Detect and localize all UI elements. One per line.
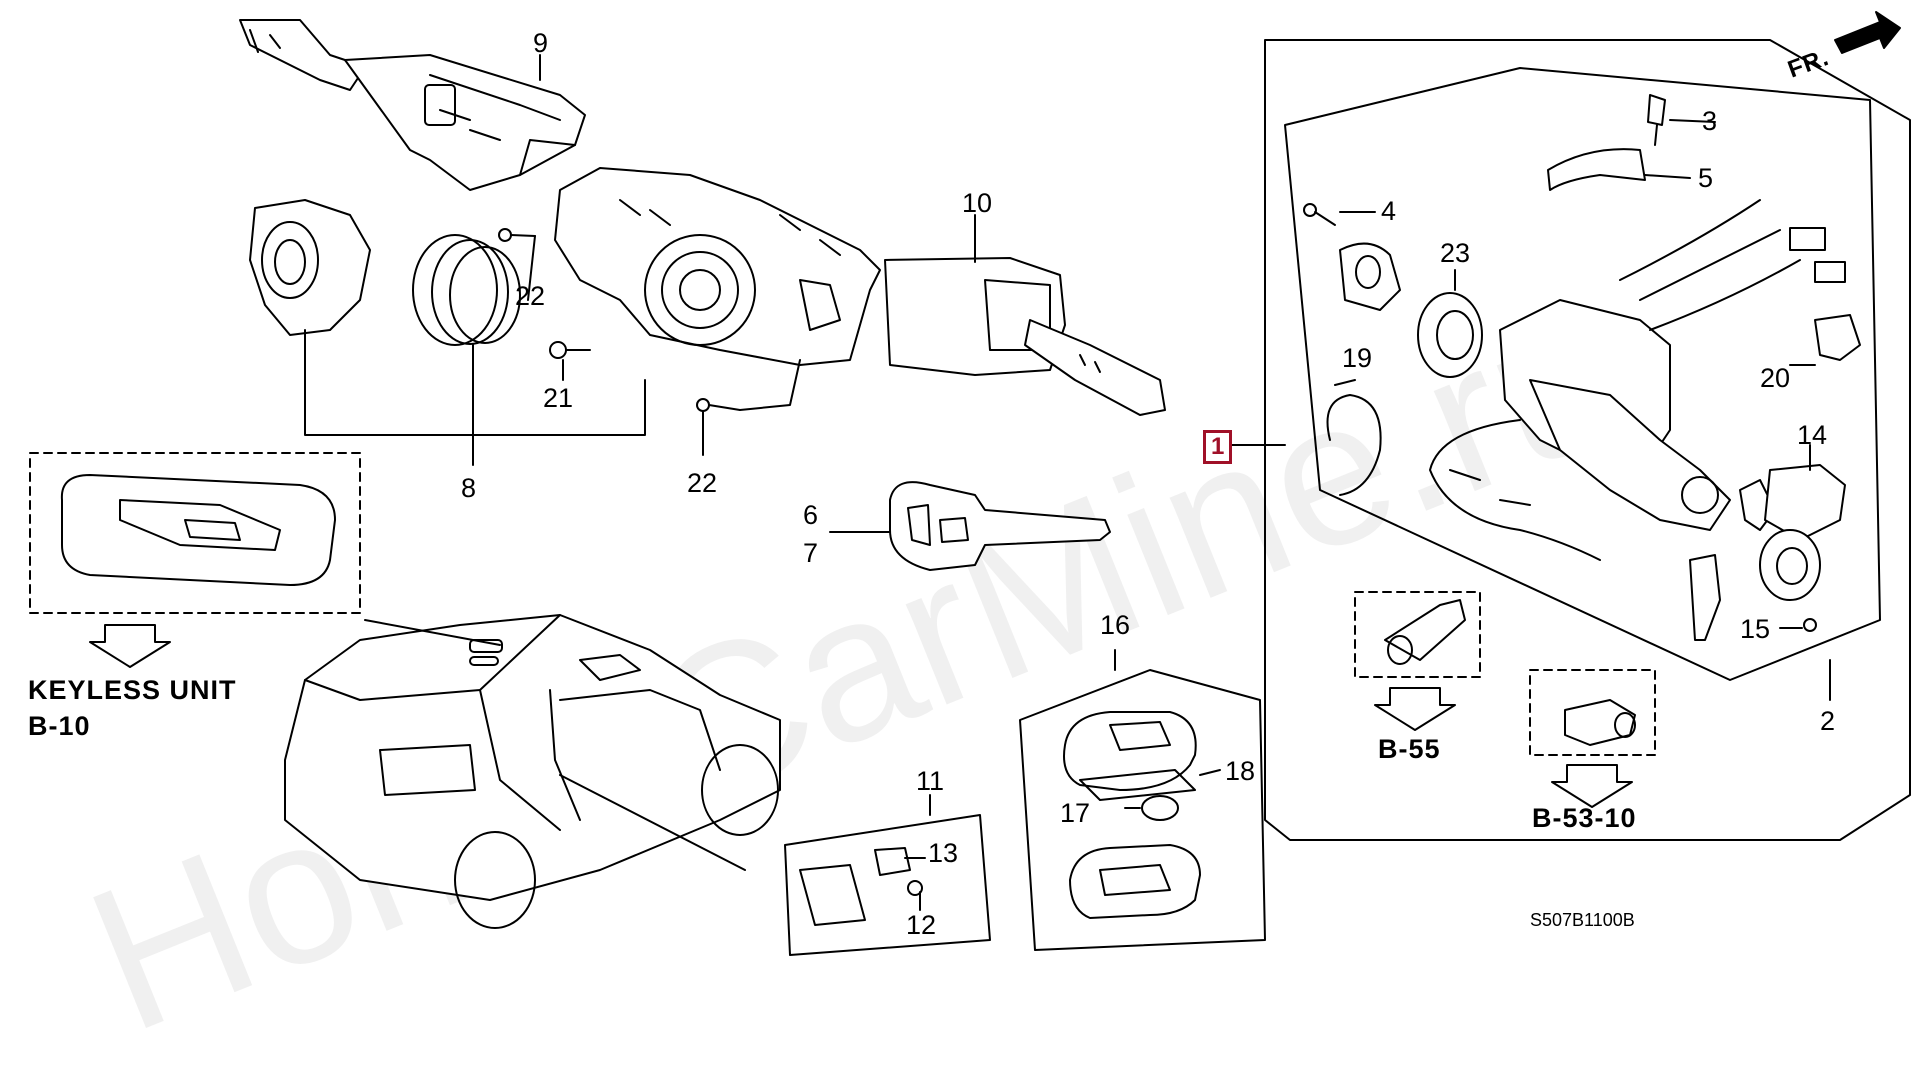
clamp-5 [1547,148,1691,191]
grommet-23 [1417,269,1483,378]
part-number-9: 9 [533,28,549,58]
band-19 [1326,379,1382,496]
part-number-4: 4 [1381,196,1397,226]
screw-15 [1779,618,1817,632]
key [829,481,1111,571]
arrow-keyless [89,624,171,668]
ignition-lock-cylinder [1429,199,1846,641]
bracket-4 [1339,242,1401,311]
part-number-11: 11 [916,766,945,796]
part-number-14: 14 [1797,420,1828,450]
vehicle-outline [284,614,781,929]
part-number-19: 19 [1342,343,1373,373]
part-number-8: 8 [461,473,477,503]
part-number-12: 12 [906,910,937,940]
arrow-b55 [1374,687,1456,731]
spacer-rings [412,234,521,346]
part-number-15: 15 [1740,614,1771,644]
part-number-2: 2 [1820,706,1836,736]
cable-reel-housing [554,167,881,366]
front-arrow [1834,11,1901,54]
diagram-drawing [29,11,1911,956]
b55-box [1354,591,1481,678]
ignition-assembly-box [1224,39,1911,841]
b5310-box [1529,669,1656,756]
part-number-18: 18 [1225,756,1256,786]
diagram-code: S507B1100B [1530,910,1635,930]
keyless-unit [60,474,336,586]
part-number-22-top: 22 [515,281,546,311]
part-number-13: 13 [928,838,959,868]
keyless-unit-title: KEYLESS UNIT [28,675,237,705]
part-number-7: 7 [803,538,819,568]
screw-22-bottom [696,359,801,456]
ref-b55: B-55 [1378,734,1441,764]
part-number-16: 16 [1100,610,1131,640]
combination-switch-lights [239,19,586,191]
part-number-6: 6 [803,500,819,530]
assembly-index-box: 1 [1203,430,1233,464]
leader-8-bracket [304,329,646,436]
part-11-group [784,794,991,956]
ref-b5310: B-53-10 [1532,803,1637,833]
screw-4 [1303,203,1376,226]
bolt-3 [1647,94,1716,146]
wiper-switch [884,214,1166,416]
clip-20 [1789,314,1861,366]
part-number-17: 17 [1060,798,1091,828]
part-number-23: 23 [1440,238,1471,268]
screw-22-top [498,228,536,301]
part-number-5: 5 [1698,163,1714,193]
keyless-unit-ref: B-10 [28,711,91,741]
arrow-b5310 [1551,764,1633,808]
steering-collar [249,199,371,336]
trunk-cylinder [1564,699,1636,746]
keyless-box [29,452,361,614]
door-cylinder [1384,599,1466,665]
part-number-22-bottom: 22 [687,468,718,498]
parts-diagram: HondaCarMine.ru [28,11,1911,1075]
transmitter-group [1019,649,1266,951]
part-number-10: 10 [962,188,993,218]
part-number-3: 3 [1702,106,1718,136]
part-number-20: 20 [1760,363,1791,393]
cover-14 [1759,444,1846,601]
bolt-21 [549,341,591,381]
part-number-21: 21 [543,383,574,413]
